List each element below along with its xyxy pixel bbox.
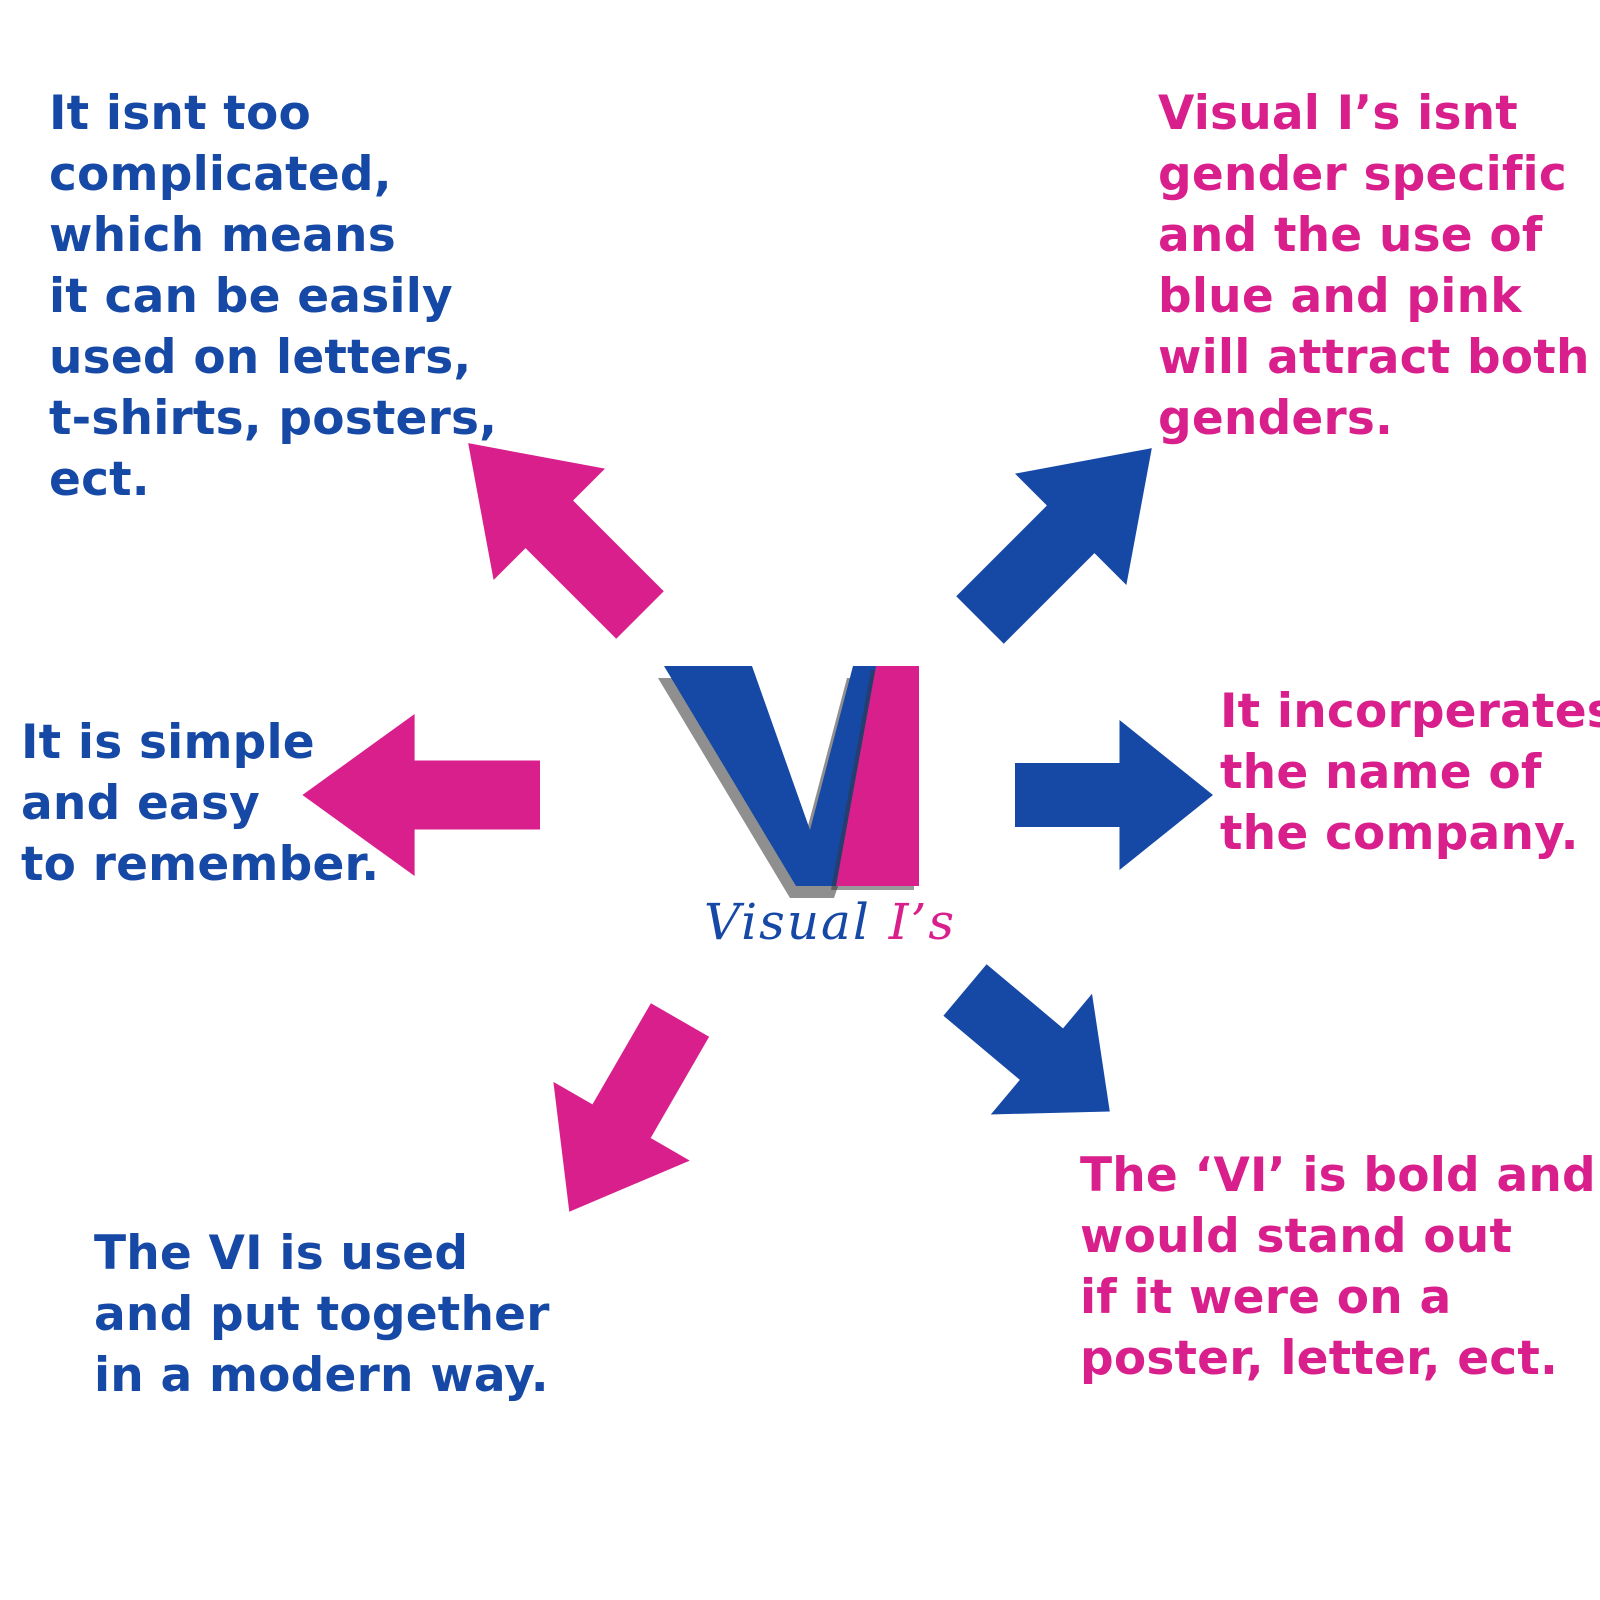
note-line: ect. [49, 452, 150, 507]
logo-caption-visual: Visual [703, 893, 871, 951]
note-line: the company. [1220, 806, 1579, 861]
note-line: genders. [1158, 391, 1394, 446]
note-line: The VI is used [94, 1226, 469, 1281]
logo-letter-i [836, 666, 919, 886]
note-line: in a modern way. [94, 1348, 549, 1403]
note-line: It isnt too [49, 86, 311, 141]
note-top-right: Visual I’s isnt gender specific and the … [1158, 83, 1590, 449]
note-line: blue and pink [1158, 269, 1522, 324]
note-line: gender specific [1158, 147, 1567, 202]
note-line: and easy [21, 776, 260, 831]
vi-logo: VI [658, 666, 919, 898]
note-bottom-left: The VI is used and put together in a mod… [94, 1223, 550, 1406]
note-bottom-right: The ‘VI’ is bold and would stand out if … [1080, 1145, 1596, 1389]
note-line: if it were on a [1080, 1270, 1452, 1325]
note-line: and put together [94, 1287, 550, 1342]
note-line: It incorperates [1220, 684, 1600, 739]
arrow-right [1015, 720, 1213, 870]
note-mid-right: It incorperates the name of the company. [1220, 681, 1600, 864]
note-line: will attract both [1158, 330, 1590, 385]
note-line: It is simple [21, 715, 315, 770]
arrow-down-left [501, 980, 749, 1252]
logo-caption: Visual I’s [655, 892, 1005, 952]
note-line: it can be easily [49, 269, 453, 324]
note-line: t-shirts, posters, [49, 391, 498, 446]
note-line: the name of [1220, 745, 1542, 800]
note-line: Visual I’s isnt [1158, 86, 1518, 141]
note-line: to remember. [21, 837, 380, 892]
logo-caption-is: I’s [888, 893, 957, 951]
note-line: used on letters, [49, 330, 472, 385]
note-line: and the use of [1158, 208, 1543, 263]
note-line: would stand out [1080, 1209, 1513, 1264]
note-line: poster, letter, ect. [1080, 1331, 1559, 1386]
note-line: which means [49, 208, 396, 263]
note-mid-left: It is simple and easy to remember. [21, 712, 379, 895]
note-top-left: It isnt too complicated, which means it … [49, 83, 497, 510]
note-line: The ‘VI’ is bold and [1080, 1148, 1596, 1203]
note-line: complicated, [49, 147, 392, 202]
